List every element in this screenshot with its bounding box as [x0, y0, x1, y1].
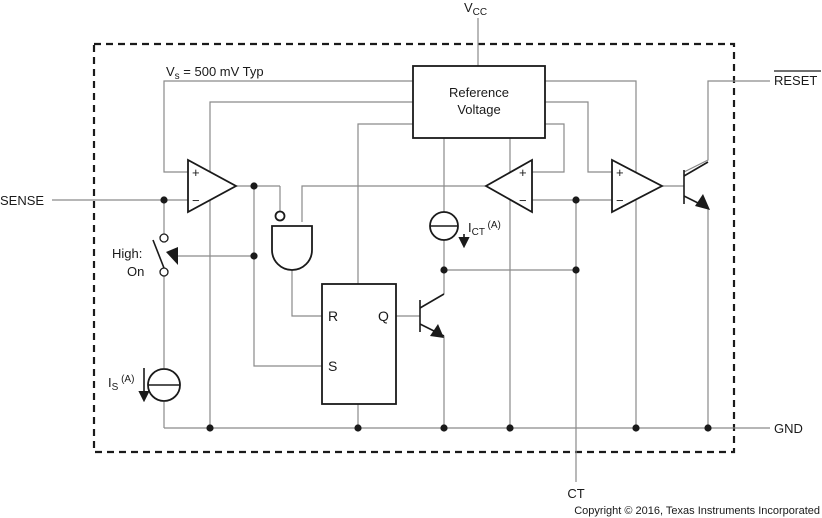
svg-text:−: − — [192, 193, 200, 208]
sense-pin-label: SENSE — [0, 193, 44, 208]
flip-flop-q-label: Q — [378, 308, 389, 324]
output-transistor — [683, 161, 710, 210]
switch — [152, 233, 178, 277]
junction-dots — [160, 182, 712, 432]
svg-text:−: − — [519, 193, 527, 208]
reference-label-line1: Reference — [449, 85, 509, 100]
svg-text:+: + — [616, 165, 624, 180]
svg-text:−: − — [616, 193, 624, 208]
copyright-text: Copyright © 2016, Texas Instruments Inco… — [574, 505, 820, 517]
flip-flop-r-label: R — [328, 308, 338, 324]
reference-label-line2: Voltage — [457, 102, 500, 117]
comparator-timer: + − — [484, 158, 533, 214]
svg-text:+: + — [192, 165, 200, 180]
comparator-output: + − — [611, 158, 664, 214]
flip-flop-s-label: S — [328, 358, 337, 374]
gnd-pin-label: GND — [774, 421, 803, 436]
package-boundary — [92, 42, 736, 454]
current-source-is — [138, 368, 181, 403]
rs-flip-flop — [321, 283, 397, 405]
switch-label-on: On — [127, 264, 144, 279]
is-label: IS (A) — [108, 374, 134, 393]
reference-voltage-block — [412, 65, 546, 139]
ct-pin-label: CT — [567, 486, 584, 501]
switch-label-high: High: — [112, 246, 142, 261]
discharge-transistor — [419, 293, 445, 338]
ict-label: ICT (A) — [468, 220, 501, 238]
vs-label: Vs = 500 mV Typ — [166, 64, 264, 82]
current-source-ict — [429, 211, 470, 249]
comparator-sense: + − — [187, 158, 238, 214]
reset-pin-label: RESET — [774, 73, 817, 88]
and-gate — [271, 210, 313, 271]
vcc-pin-label: VCC — [464, 0, 487, 18]
svg-text:+: + — [519, 165, 527, 180]
wires — [52, 18, 770, 482]
